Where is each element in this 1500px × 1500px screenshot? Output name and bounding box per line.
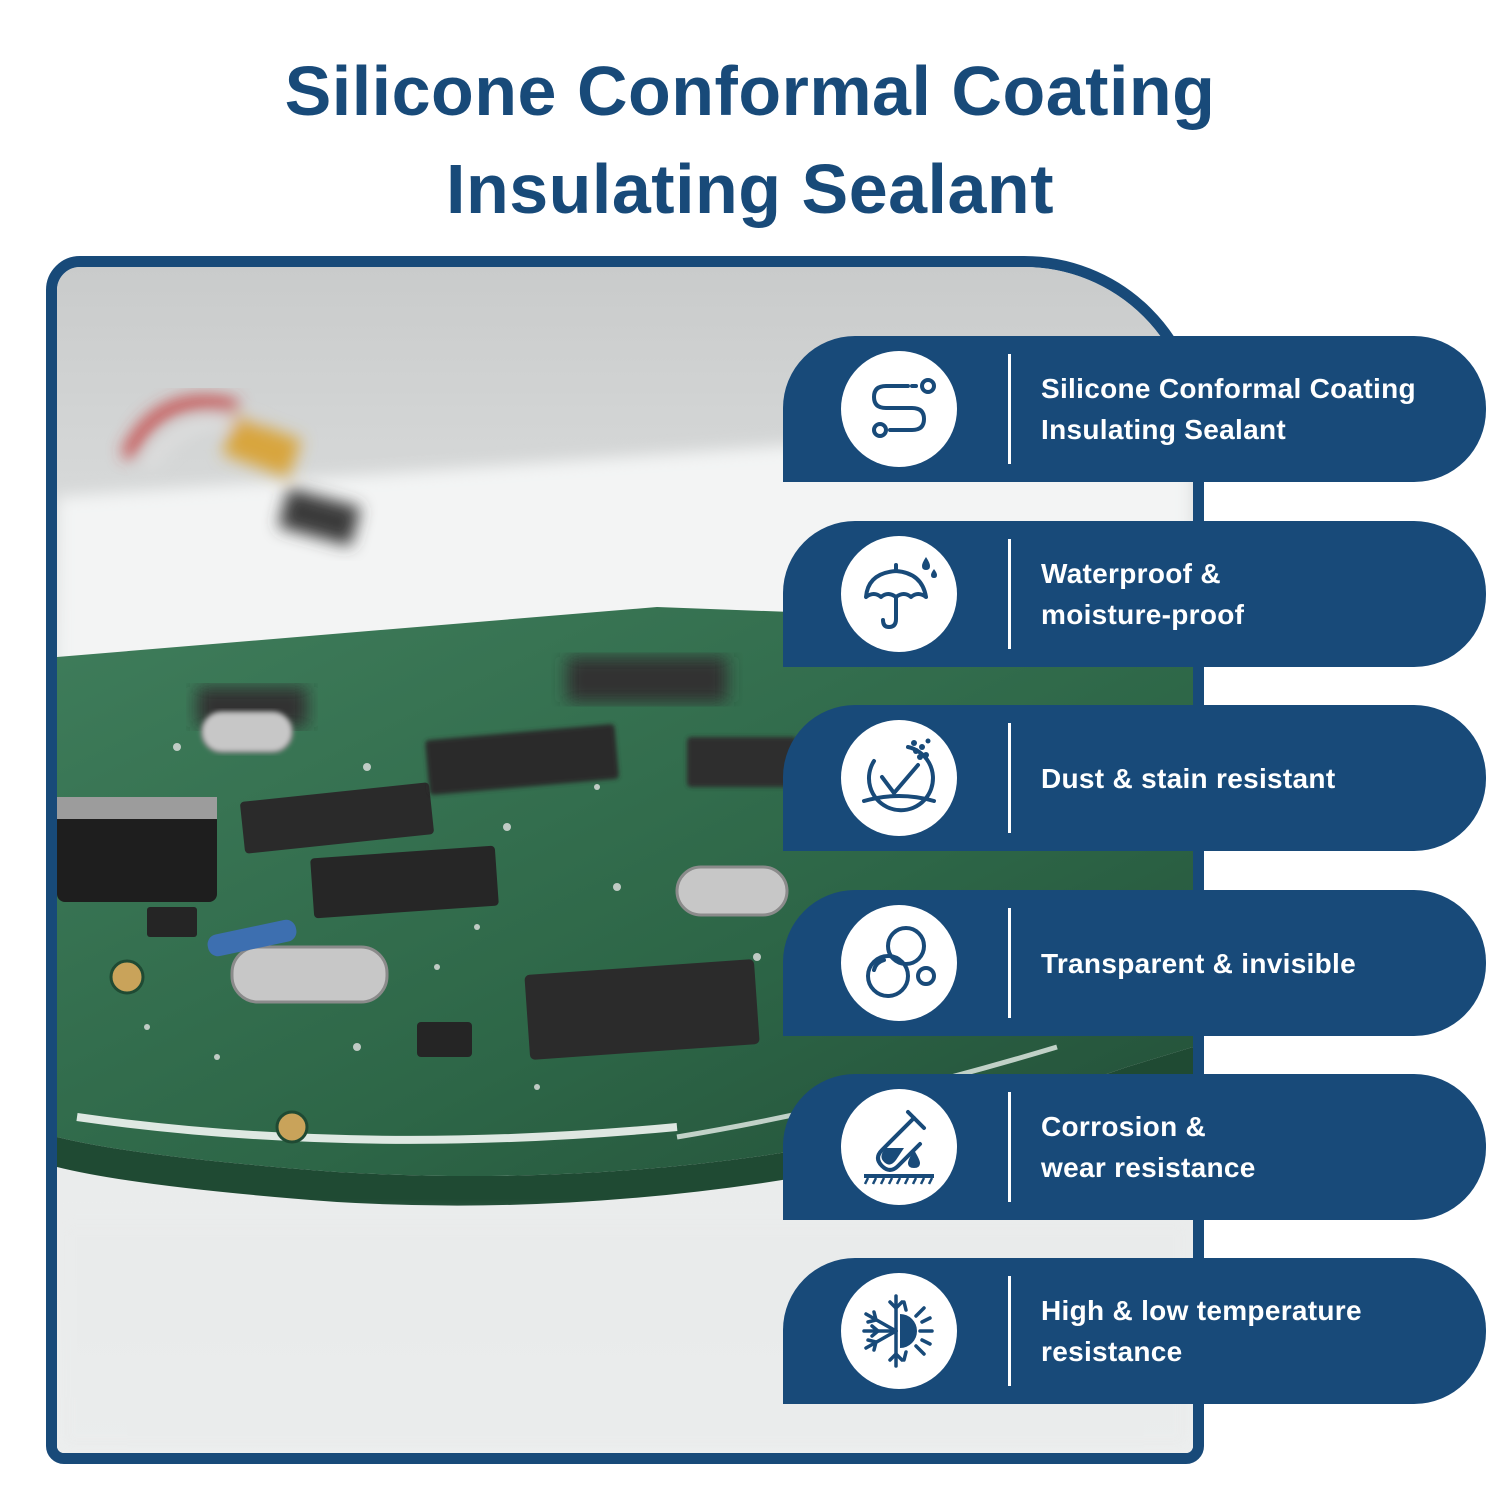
test-tube-drop-icon [863, 1110, 934, 1185]
feature-icon-badge [841, 1273, 957, 1389]
feature-card-dust: Dust & stain resistant [783, 705, 1486, 851]
page-title: Silicone Conformal Coating Insulating Se… [0, 42, 1500, 238]
feature-card-coating: Silicone Conformal Coating Insulating Se… [783, 336, 1486, 482]
umbrella-rain-icon [864, 557, 937, 629]
feature-text: Waterproof & moisture-proof [1041, 521, 1476, 667]
feature-text: High & low temperature resistance [1041, 1258, 1476, 1404]
feature-card-waterproof: Waterproof & moisture-proof [783, 521, 1486, 667]
feature-divider [1008, 539, 1011, 649]
feature-line-2: moisture-proof [1041, 599, 1245, 630]
feature-icon-badge [841, 536, 957, 652]
feature-divider [1008, 1092, 1011, 1202]
title-line-1: Silicone Conformal Coating [284, 52, 1216, 130]
path-route-icon [871, 378, 936, 438]
bubbles-icon [866, 926, 936, 998]
feature-line-2: Insulating Sealant [1041, 414, 1286, 445]
feature-card-transparent: Transparent & invisible [783, 890, 1486, 1036]
title-line-2: Insulating Sealant [446, 150, 1054, 228]
feature-icon-badge [841, 1089, 957, 1205]
feature-line-2: wear resistance [1041, 1152, 1256, 1183]
feature-icon-badge [841, 905, 957, 1021]
feature-divider [1008, 908, 1011, 1018]
feature-line-1: High & low temperature [1041, 1295, 1362, 1326]
feature-divider [1008, 1276, 1011, 1386]
feature-text: Corrosion & wear resistance [1041, 1074, 1476, 1220]
feature-divider [1008, 354, 1011, 464]
feature-line-1: Dust & stain resistant [1041, 762, 1336, 794]
feature-card-corrosion: Corrosion & wear resistance [783, 1074, 1486, 1220]
feature-line-1: Waterproof & [1041, 558, 1221, 589]
feature-text: Transparent & invisible [1041, 890, 1476, 1036]
dust-shield-check-icon [862, 738, 936, 813]
feature-text: Dust & stain resistant [1041, 705, 1476, 851]
feature-line-1: Corrosion & [1041, 1111, 1207, 1142]
snowflake-sun-icon [862, 1294, 934, 1368]
feature-line-1: Transparent & invisible [1041, 947, 1356, 979]
feature-card-temperature: High & low temperature resistance [783, 1258, 1486, 1404]
feature-line-1: Silicone Conformal Coating [1041, 373, 1416, 404]
feature-divider [1008, 723, 1011, 833]
feature-line-2: resistance [1041, 1336, 1183, 1367]
feature-icon-badge [841, 720, 957, 836]
feature-icon-badge [841, 351, 957, 467]
feature-text: Silicone Conformal Coating Insulating Se… [1041, 336, 1476, 482]
